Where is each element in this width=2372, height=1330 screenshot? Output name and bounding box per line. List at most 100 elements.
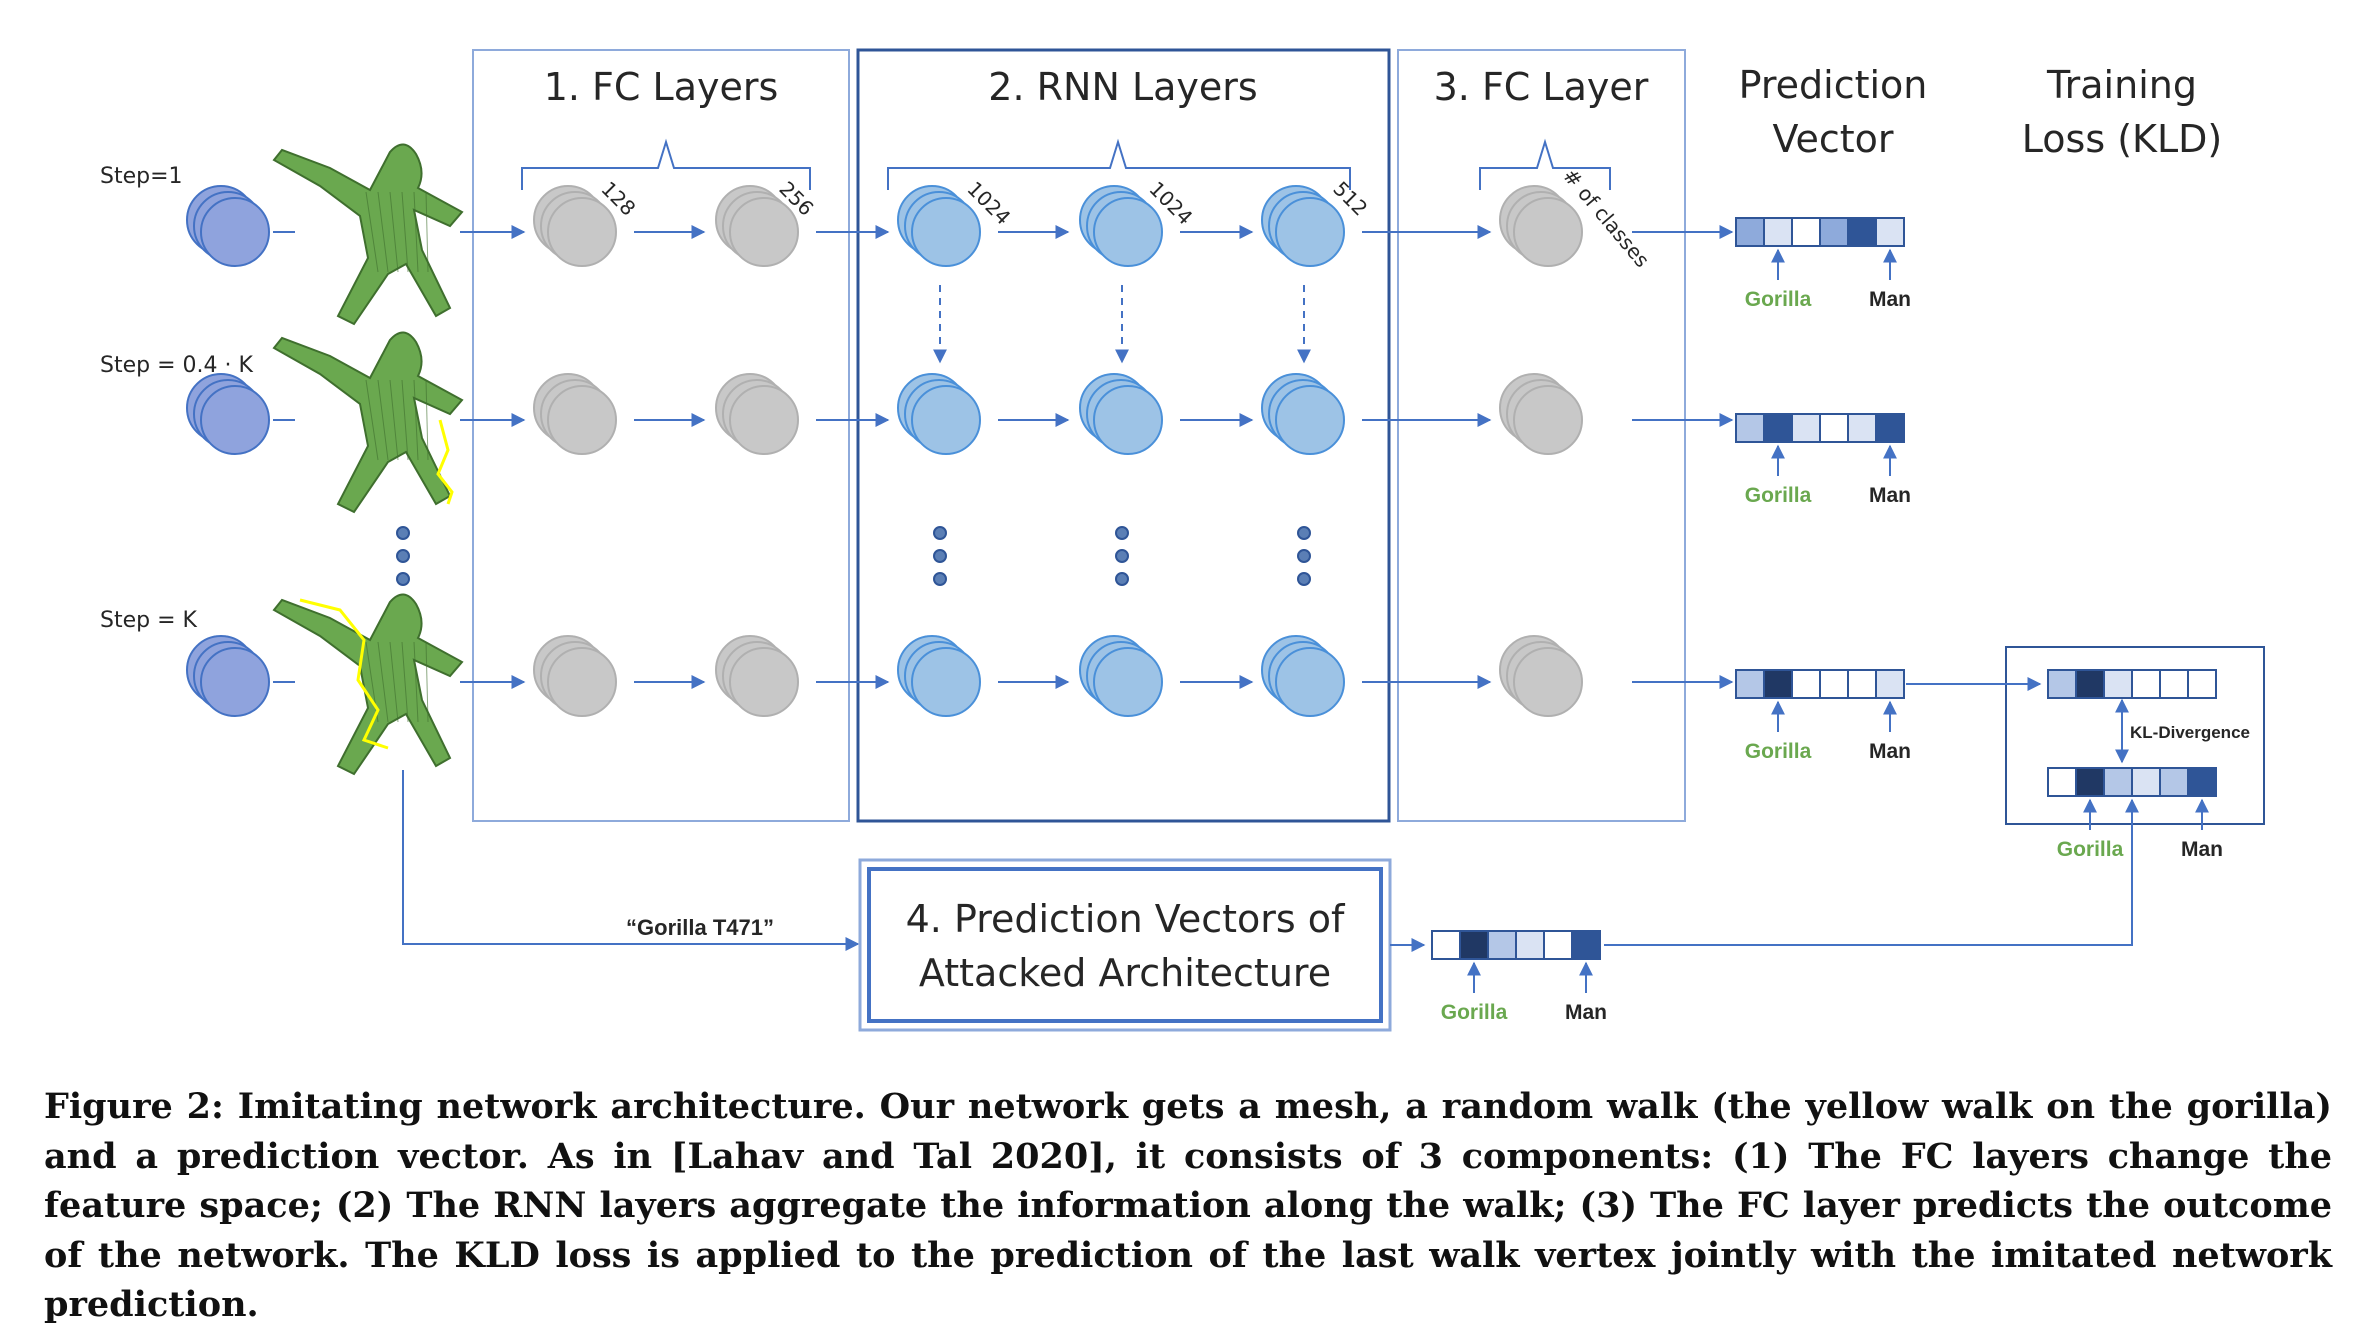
fc1-node: [533, 185, 617, 267]
row-1: [186, 143, 1734, 326]
fc2-node: [715, 373, 799, 455]
fc-out-node: [1499, 635, 1583, 717]
rnn1-node: [897, 373, 981, 455]
input-name-arrow: [402, 770, 860, 951]
man-label: Man: [1869, 288, 1911, 311]
step-label-2: Step = 0.4 · K: [100, 353, 253, 378]
rnn2-node: [1079, 635, 1163, 717]
input-walk-nodes: [186, 373, 270, 455]
vector-cell: [1735, 413, 1765, 443]
attacked-architecture-box-outer: [858, 858, 1392, 1032]
vector-cell: [2047, 669, 2077, 699]
fc1-node: [533, 373, 617, 455]
vector-cell: [1431, 930, 1461, 960]
vector-cell: [1791, 669, 1821, 699]
man-label: Man: [1565, 1001, 1607, 1024]
vector-cell: [1735, 669, 1765, 699]
vector-cell: [1819, 217, 1849, 247]
fc2-node: [715, 635, 799, 717]
kl-divergence-label: KL-Divergence: [2130, 723, 2250, 742]
rnn-layers-box: [856, 48, 1391, 823]
vector-cell: [1875, 669, 1905, 699]
vector-cell: [1847, 217, 1877, 247]
row-3: [186, 593, 1734, 776]
vector-cell: [1819, 413, 1849, 443]
gorilla-label: Gorilla: [1441, 1001, 1508, 1024]
prediction-vector-header-2: Vector: [1772, 117, 1893, 161]
fc2-node: [715, 185, 799, 267]
fc-layers-box: [472, 49, 850, 822]
fc-out-node: [1499, 373, 1583, 455]
rnn2-node: [1079, 185, 1163, 267]
rnn1-node: [897, 635, 981, 717]
vector-cell: [1791, 217, 1821, 247]
vector-cell: [2131, 669, 2161, 699]
attacked-title-2: Attacked Architecture: [919, 951, 1331, 995]
prediction-vector-row1: Gorilla Man: [1735, 217, 1911, 311]
vector-cell: [1763, 217, 1793, 247]
gorilla-mesh: [272, 593, 464, 776]
vector-cell: [2159, 767, 2189, 797]
step-label-1: Step=1: [100, 164, 183, 189]
input-name-label: “Gorilla T471”: [626, 915, 774, 940]
vector-cell: [1791, 413, 1821, 443]
rnn3-node: [1261, 185, 1345, 267]
vector-cell: [1735, 217, 1765, 247]
gorilla-label: Gorilla: [1745, 484, 1812, 507]
architecture-diagram: 1. FC Layers 2. RNN Layers 3. FC Layer P…: [100, 48, 2265, 1032]
gorilla-label: Gorilla: [1745, 740, 1812, 763]
vector-cell: [1543, 930, 1573, 960]
vector-cell: [1459, 930, 1489, 960]
input-walk-nodes: [186, 635, 270, 717]
rnn3-node: [1261, 635, 1345, 717]
fc-out-brace: [1479, 138, 1611, 190]
vector-cell: [1763, 413, 1793, 443]
step-label-3: Step = K: [100, 608, 198, 633]
ellipsis-dots-input: [396, 526, 410, 586]
vector-cell: [2075, 669, 2105, 699]
vector-cell: [2187, 669, 2217, 699]
vector-cell: [1515, 930, 1545, 960]
rnn3-node: [1261, 373, 1345, 455]
prediction-vector-row3: Gorilla Man: [1735, 669, 1911, 763]
attacked-title-1: 4. Prediction Vectors of: [906, 897, 1346, 941]
vector-cell: [1571, 930, 1601, 960]
rnn-layers-header: 2. RNN Layers: [988, 65, 1257, 109]
vector-cell: [1847, 669, 1877, 699]
attacked-prediction-vector: Gorilla Man: [1431, 930, 1607, 1024]
attacked-vector-to-kl-arrow: [1604, 798, 2139, 946]
training-loss-header-2: Loss (KLD): [2022, 117, 2222, 161]
gorilla-mesh: [272, 143, 464, 326]
fc-brace: [521, 138, 811, 190]
vector-cell: [1487, 930, 1517, 960]
vector-cell: [2159, 669, 2189, 699]
vector-cell: [2047, 767, 2077, 797]
rnn-recurrent-arrows: [933, 285, 1311, 364]
man-label: Man: [1869, 740, 1911, 763]
vector-cell: [2131, 767, 2161, 797]
attacked-architecture-box-inner: [867, 867, 1383, 1023]
man-label: Man: [1869, 484, 1911, 507]
fc-layer-box: [1397, 49, 1686, 822]
training-loss-header-1: Training: [2046, 63, 2197, 107]
gorilla-label: Gorilla: [2057, 838, 2124, 861]
vector-cell: [2103, 669, 2133, 699]
vector-cell: [1875, 217, 1905, 247]
input-walk-nodes: [186, 185, 270, 267]
kl-loss-box: [2005, 646, 2265, 825]
gorilla-label: Gorilla: [1745, 288, 1812, 311]
figure-caption: Figure 2: Imitating network architecture…: [44, 1086, 2332, 1325]
rnn2-node: [1079, 373, 1163, 455]
rnn-brace: [887, 138, 1351, 190]
vector-cell: [2103, 767, 2133, 797]
fc-out-node: [1499, 185, 1583, 267]
ellipsis-dots-rnn: [933, 526, 1311, 586]
rnn1-node: [897, 185, 981, 267]
fc1-node: [533, 635, 617, 717]
fc-layer-header: 3. FC Layer: [1434, 65, 1649, 109]
vector-cell: [1763, 669, 1793, 699]
vector-cell: [2075, 767, 2105, 797]
gorilla-mesh: [272, 331, 464, 514]
vector-cell: [1847, 413, 1877, 443]
